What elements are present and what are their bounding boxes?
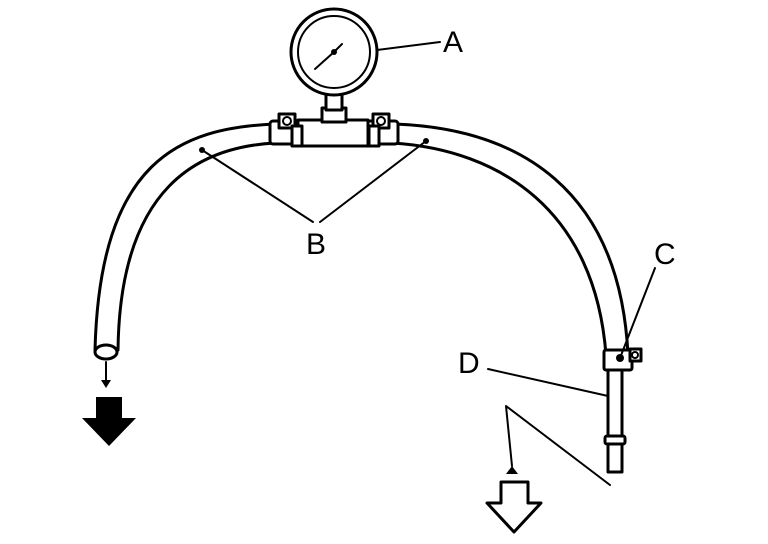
hose-left <box>93 122 277 361</box>
tee-fitting <box>268 88 400 148</box>
hose-right <box>391 122 630 357</box>
clamp-left <box>277 112 297 130</box>
leader-a <box>376 41 441 51</box>
label-c: C <box>654 238 676 271</box>
solid-arrow-down-icon <box>82 397 136 446</box>
leader-d <box>487 368 609 397</box>
leader-b <box>199 138 429 223</box>
label-b: B <box>306 228 326 261</box>
bleed-tube <box>603 368 627 474</box>
hose-left-opening <box>93 343 119 361</box>
outline-arrow-down-icon <box>485 480 543 534</box>
label-a: A <box>443 26 463 59</box>
flow-path-line <box>505 405 611 486</box>
leader-c <box>619 267 656 359</box>
label-d: D <box>458 347 480 380</box>
pressure-gauge-icon <box>289 7 379 97</box>
drip-arrowhead <box>101 380 111 388</box>
flow-path-arrowhead <box>506 466 518 474</box>
